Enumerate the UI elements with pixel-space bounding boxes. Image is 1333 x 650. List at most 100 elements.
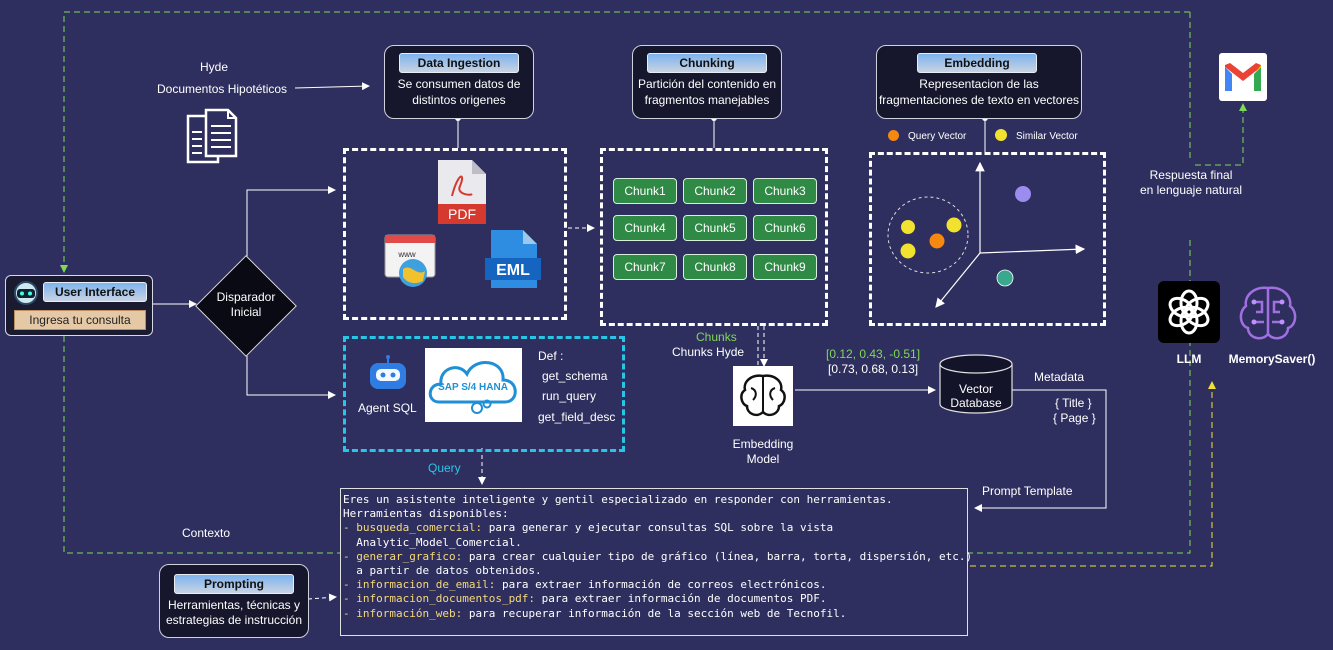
data-ingestion-line-2: distintos origenes xyxy=(412,93,506,107)
data-sources-box xyxy=(343,148,567,320)
gmail-box xyxy=(1219,53,1267,101)
embedding-line-2: fragmentaciones de texto en vectores xyxy=(878,93,1080,107)
hyde-title: Hyde xyxy=(200,60,229,74)
chunks-label: Chunks xyxy=(696,330,737,344)
tool-informacion-pdf-desc: para extraer información de documentos P… xyxy=(535,592,827,606)
tool-busqueda-comercial-desc: para generar y ejecutar consultas SQL so… xyxy=(482,521,834,535)
tool-busqueda-comercial-cont: Analytic_Model_Comercial. xyxy=(343,535,522,549)
contexto-label: Contexto xyxy=(182,526,231,540)
prompting-callout: Prompting Herramientas, técnicas y estra… xyxy=(159,564,309,638)
llm-label: LLM xyxy=(1176,352,1202,366)
embedding-callout: Embedding Representacion de las fragment… xyxy=(876,45,1082,119)
chunking-line-1: Partición del contenido en xyxy=(637,77,777,91)
chunk-8: Chunk8 xyxy=(683,254,747,280)
prompting-line-1: Herramientas, técnicas y xyxy=(167,598,301,612)
tool-generar-grafico-cont: a partir de datos obtenidos. xyxy=(343,564,542,578)
chunks-box xyxy=(600,148,828,326)
chunk-3: Chunk3 xyxy=(753,178,817,204)
similar-vector-1 xyxy=(901,220,915,234)
chunk-4: Chunk4 xyxy=(613,215,677,241)
vector-1: [0.12, 0.43, -0.51] xyxy=(826,347,921,361)
chunk-7: Chunk7 xyxy=(613,254,677,280)
vector-db-line-1: Vector xyxy=(958,382,994,396)
vector-db-line-2: Database xyxy=(950,396,1002,410)
prompt-template-label: Prompt Template xyxy=(982,484,1073,498)
similar-vector-2 xyxy=(946,217,962,233)
user-interface-title: User Interface xyxy=(43,282,147,302)
respuesta-line-2: en lenguaje natural xyxy=(1139,183,1243,197)
vector-space-box xyxy=(869,152,1106,326)
tool-informacion-email-desc: para extraer información de correos elec… xyxy=(495,578,827,592)
prompting-header: Prompting xyxy=(174,574,294,594)
brain-icon xyxy=(740,374,786,417)
openai-icon xyxy=(1168,289,1210,335)
query-vector-point xyxy=(929,233,945,249)
chunk-9: Chunk9 xyxy=(753,254,817,280)
agent-sql-box xyxy=(343,336,625,452)
query-vector-dot xyxy=(888,130,899,141)
data-ingestion-callout: Data Ingestion Se consumen datos de dist… xyxy=(384,45,534,119)
tool-informacion-email: - informacion_de_email: xyxy=(343,578,496,592)
tool-generar-grafico: - generar_grafico: xyxy=(343,549,463,563)
chunks-hyde-label: Chunks Hyde xyxy=(672,345,745,359)
chunk-5: Chunk5 xyxy=(683,215,747,241)
similar-vector-3 xyxy=(900,243,916,259)
eml-label: EML xyxy=(496,262,530,279)
metadata-page-field: { Page } xyxy=(1053,411,1096,425)
pdf-icon: PDF xyxy=(438,160,486,224)
robot-icon xyxy=(14,281,38,305)
vector-database-cylinder xyxy=(939,354,1013,414)
chunk-6: Chunk6 xyxy=(753,215,817,241)
gmail-icon xyxy=(1225,63,1261,91)
bot-icon xyxy=(370,355,406,389)
chunking-header: Chunking xyxy=(647,53,767,73)
similar-vector-dot xyxy=(995,129,1007,141)
def-get-schema: get_schema xyxy=(542,369,608,383)
tool-generar-grafico-desc: para crear cualquier tipo de gráfico (lí… xyxy=(462,549,973,563)
prompting-line-2: estrategias de instrucción xyxy=(165,613,303,627)
data-ingestion-line-1: Se consumen datos de xyxy=(397,77,521,91)
web-browser-icon: www xyxy=(384,234,436,287)
data-ingestion-header: Data Ingestion xyxy=(399,53,519,73)
user-interface-panel: User Interface Ingresa tu consulta xyxy=(5,275,153,336)
chunking-callout: Chunking Partición del contenido en frag… xyxy=(632,45,782,119)
tool-busqueda-comercial: - busqueda_comercial: xyxy=(343,521,483,535)
tool-informacion-pdf: - informacion_documentos_pdf: xyxy=(343,592,536,606)
embedding-line-1: Representacion de las xyxy=(919,77,1039,91)
embedding-header: Embedding xyxy=(917,53,1037,73)
other-vector-1 xyxy=(1015,186,1031,202)
other-vector-2 xyxy=(996,269,1014,287)
pdf-label: PDF xyxy=(448,206,476,222)
tool-informacion-web-desc: para recuperar información de la sección… xyxy=(462,606,847,620)
legend-query-vector: Query Vector xyxy=(908,131,967,142)
sap-label: SAP S/4 HANA xyxy=(438,382,508,393)
tool-informacion-web: - información_web: xyxy=(343,606,463,620)
query-label: Query xyxy=(428,461,461,475)
embedding-model-line-1: Embedding xyxy=(732,437,794,451)
eml-icon: EML xyxy=(485,230,541,288)
vector-2: [0.73, 0.68, 0.13] xyxy=(828,362,919,376)
respuesta-line-1: Respuesta final xyxy=(1149,168,1233,182)
legend-similar-vector: Similar Vector xyxy=(1016,131,1078,142)
prompt-intro: Eres un asistente inteligente y gentil e… xyxy=(343,493,893,506)
embedding-model-line-2: Model xyxy=(746,452,780,466)
agent-sql-label: Agent SQL xyxy=(358,401,417,415)
chunking-line-2: fragmentos manejables xyxy=(644,93,770,107)
embedding-model-box xyxy=(733,366,793,426)
metadata-title: Metadata xyxy=(1034,370,1085,384)
prompt-template-box: Eres un asistente inteligente y gentil e… xyxy=(340,488,972,636)
def-get-field-desc: get_field_desc xyxy=(538,410,616,424)
query-input[interactable]: Ingresa tu consulta xyxy=(14,310,146,330)
documents-icon xyxy=(186,108,238,164)
chunk-1: Chunk1 xyxy=(613,178,677,204)
prompt-tools-title: Herramientas disponibles: xyxy=(343,507,509,521)
chunk-2: Chunk2 xyxy=(683,178,747,204)
hyde-subtitle: Documentos Hipotéticos xyxy=(157,82,288,96)
llm-box xyxy=(1158,281,1220,343)
metadata-title-field: { Title } xyxy=(1055,396,1092,410)
sap-hana-cloud-icon: SAP S/4 HANA xyxy=(425,348,522,422)
www-label: www xyxy=(397,250,416,259)
def-title: Def : xyxy=(538,349,564,363)
def-run-query: run_query xyxy=(542,389,597,403)
trigger-line-2: Inicial xyxy=(230,305,262,319)
